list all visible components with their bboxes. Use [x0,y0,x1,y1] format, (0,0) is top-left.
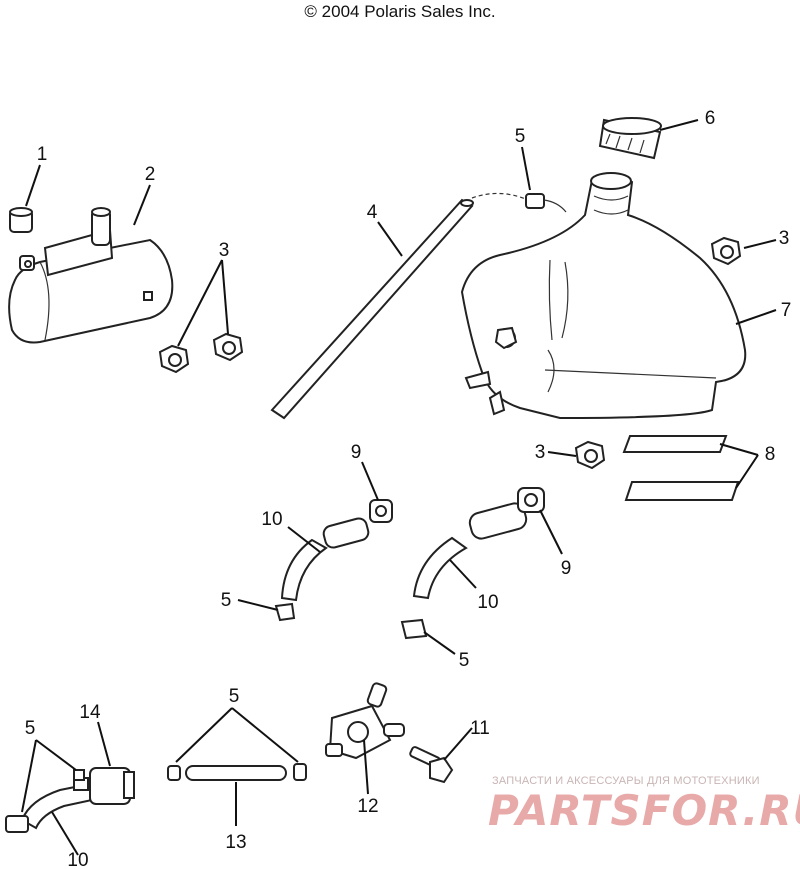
callout-3-lower: 3 [535,442,546,463]
callout-10-right: 10 [477,592,498,613]
part-3-bolt-b [212,332,244,362]
part-12-fuel-valve [325,682,405,760]
callout-4: 4 [367,202,378,223]
watermark-tagline: ЗАПЧАСТИ И АКСЕССУАРЫ ДЛЯ МОТОТЕХНИКИ [492,775,760,787]
callout-9-left: 9 [351,442,362,463]
callout-5-top: 5 [515,126,526,147]
callout-9-right: 9 [561,558,572,579]
copyright-notice: © 2004 Polaris Sales Inc. [304,2,496,21]
fuel-line-left [274,499,393,622]
callout-8: 8 [765,444,776,465]
callout-10-bottom: 10 [67,850,88,869]
callout-5-right: 5 [459,650,470,671]
callout-14: 14 [79,702,101,723]
callout-3-left: 3 [219,240,230,261]
leader-lines [21,119,777,856]
callout-6: 6 [705,108,716,129]
part-3-bolt-d [574,440,606,470]
callout-7: 7 [781,300,792,321]
callout-1: 1 [37,144,48,165]
callout-5-left: 5 [221,590,232,611]
watermark-logo: PARTSFOR.RU [488,786,800,835]
part-6-fuel-cap [598,117,662,160]
part-8-decals [622,435,740,501]
part-3-bolt-c [710,236,742,266]
callout-13: 13 [225,832,246,853]
callout-3-right: 3 [779,228,790,249]
filter-assembly [5,767,135,833]
part-7-fuel-tank [460,172,747,420]
part-5-clamp-top [525,193,567,213]
fuel-line-right [400,487,545,640]
part-13-hose [167,763,307,781]
part-1-cap [9,207,33,233]
callout-10-left: 10 [261,509,282,530]
part-3-bolt-a [158,344,190,374]
part-4-vent-hose [270,192,529,420]
callout-5-bottom-left: 5 [25,718,36,739]
callout-12: 12 [357,796,378,817]
callout-numbers: 1 2 3 3 4 5 6 3 7 3 8 9 10 5 9 10 5 5 14… [25,108,792,869]
part-11-bolt [409,746,454,784]
callout-5-bottom-mid: 5 [229,686,240,707]
callout-2: 2 [145,164,156,185]
callout-11: 11 [470,718,490,739]
part-2-reservoir [8,207,174,344]
